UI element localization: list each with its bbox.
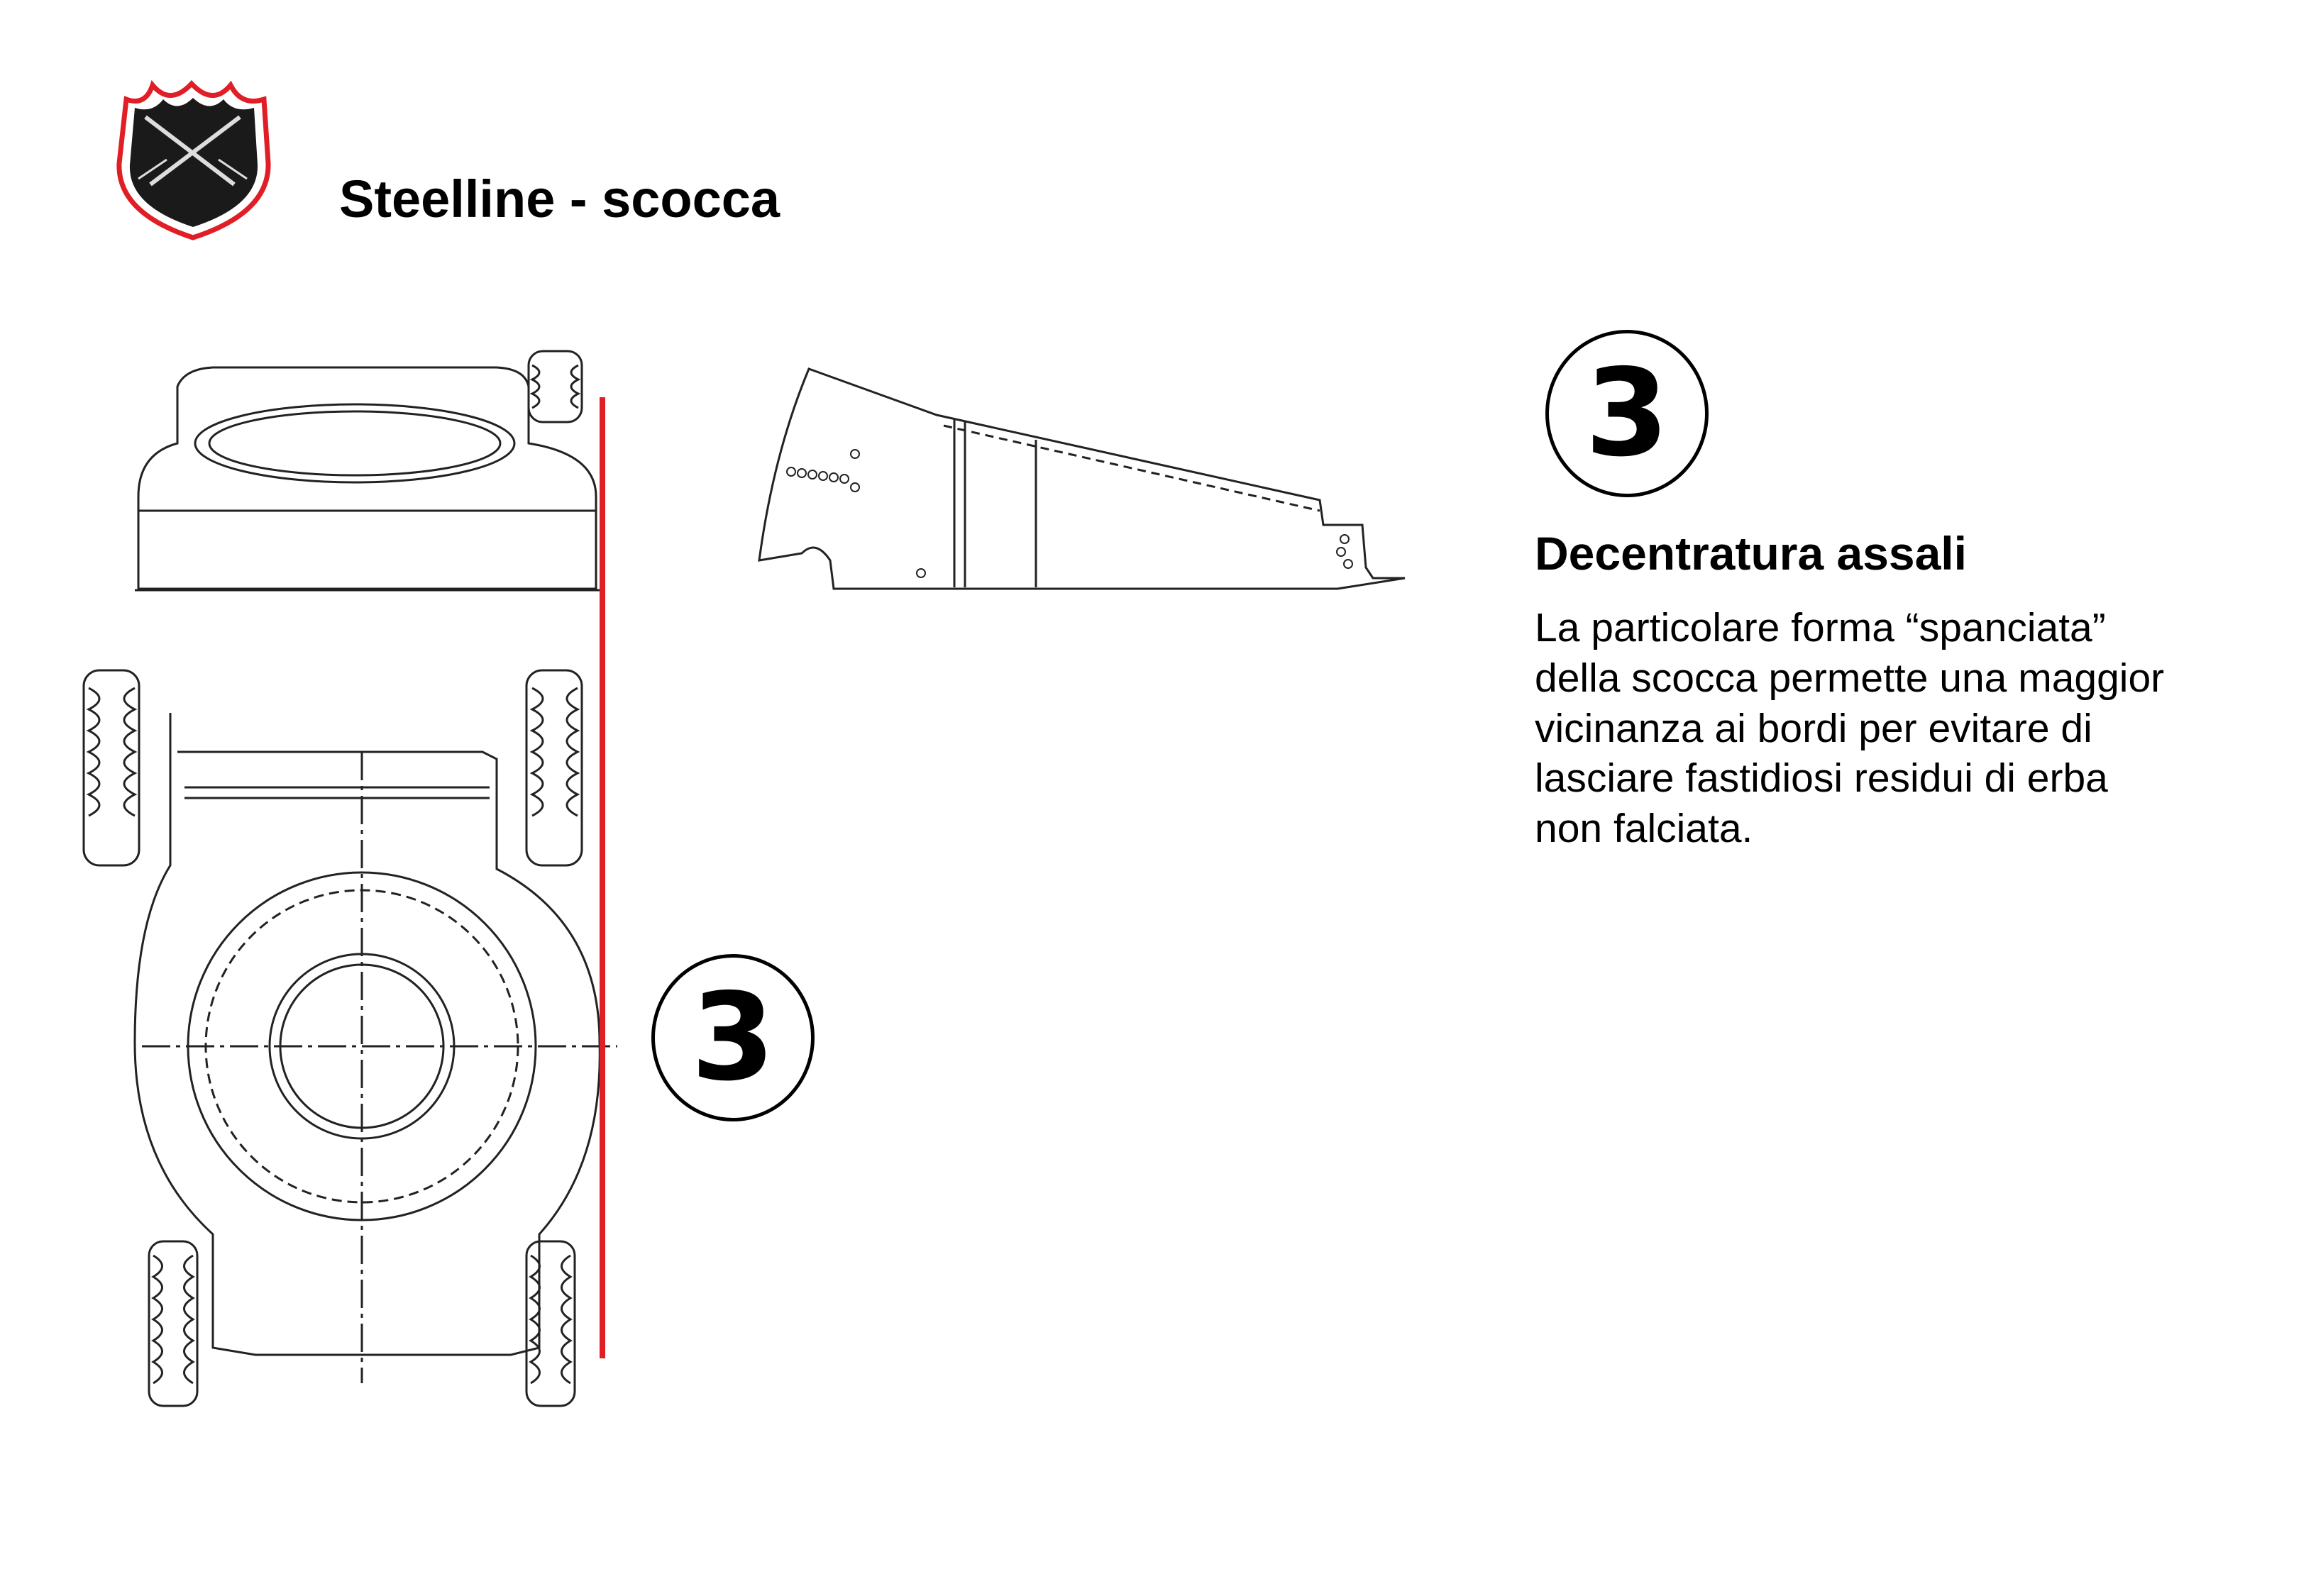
feature-number-badge: 3 — [1545, 330, 1709, 497]
mower-bottom-view — [82, 669, 617, 1407]
feature-heading: Decentratura assali — [1535, 527, 1967, 580]
description-line: vicinanza ai bordi per evitare di — [1535, 705, 2092, 751]
page-title: Steelline - scocca — [339, 170, 780, 228]
feature-description: La particolare forma “spanciata” della s… — [1535, 603, 2244, 854]
wheel — [82, 669, 583, 1407]
callout-number: 3 — [690, 968, 776, 1108]
mower-side-view — [758, 367, 1406, 590]
description-line: lasciare fastidiosi residui di erba — [1535, 755, 2108, 802]
mower-rear-view — [135, 350, 600, 592]
callout-number-badge: 3 — [651, 954, 815, 1121]
description-line: La particolare forma “spanciata” — [1535, 605, 2106, 650]
description-line: non falciata. — [1535, 806, 1753, 852]
description-line: della scocca permette una maggior — [1535, 655, 2165, 701]
shield-logo — [116, 79, 271, 240]
feature-number: 3 — [1584, 343, 1670, 484]
